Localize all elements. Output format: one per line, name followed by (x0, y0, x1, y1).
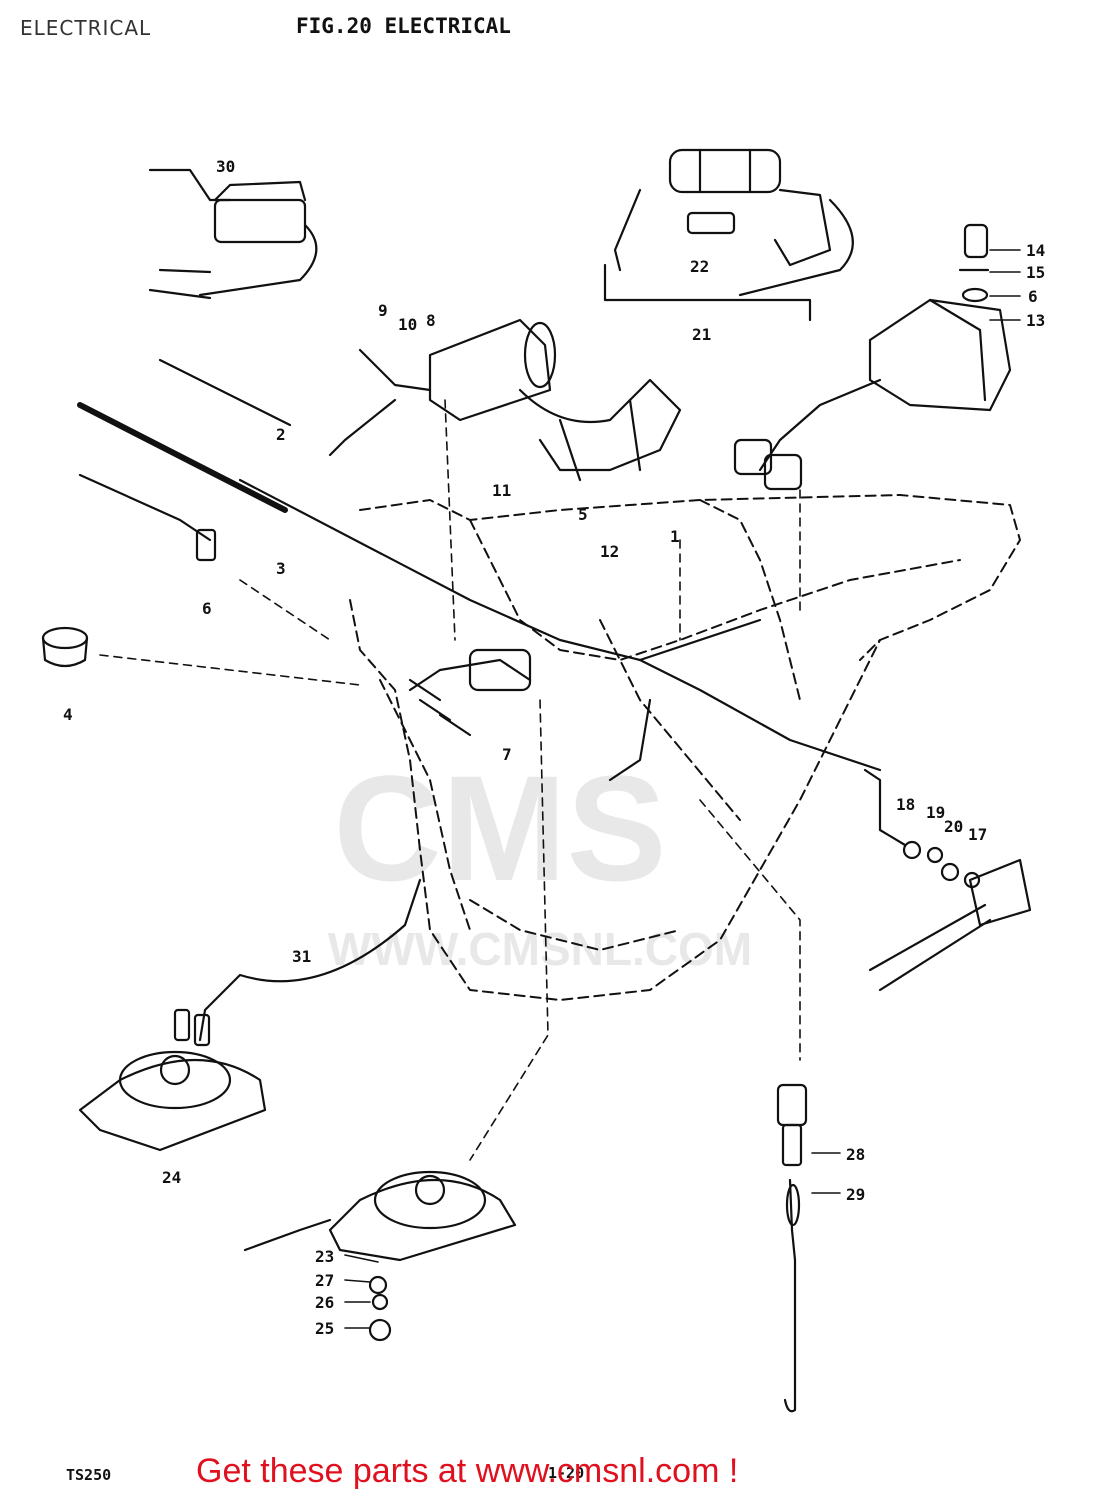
callout-25: 25 (315, 1319, 334, 1338)
callout-28: 28 (846, 1145, 865, 1164)
callout-8: 8 (426, 311, 436, 330)
callout-21: 21 (692, 325, 711, 344)
connector-7 (408, 648, 532, 737)
callout-31: 31 (292, 947, 311, 966)
ignition-coil-8 (328, 318, 682, 482)
horn-24 (78, 1008, 267, 1152)
rod-2 (158, 358, 292, 427)
callout-13: 13 (1026, 311, 1045, 330)
watermark-logo: CMS (333, 744, 666, 912)
callout-26: 26 (315, 1293, 334, 1312)
callout-ticks (344, 249, 1021, 1329)
get-parts-banner-link[interactable]: Get these parts at www.cmsnl.com ! (196, 1452, 739, 1490)
callout-27: 27 (315, 1271, 334, 1290)
callout-22: 22 (690, 257, 709, 276)
callout-19: 19 (926, 803, 945, 822)
watermark: CMS WWW.CMSNL.COM (328, 744, 752, 975)
frame (349, 494, 1021, 1001)
wire-harness (238, 478, 882, 782)
callout-6b: 6 (202, 599, 212, 618)
callout-18: 18 (896, 795, 915, 814)
callout-20: 20 (944, 817, 963, 836)
cap-4 (41, 626, 89, 668)
figure-title: FIG.20 ELECTRICAL (296, 14, 511, 38)
callout-1: 1 (670, 527, 680, 546)
watermark-url: WWW.CMSNL.COM (328, 923, 752, 975)
callout-12: 12 (600, 542, 619, 561)
tube-3 (77, 402, 288, 513)
callout-9: 9 (378, 301, 388, 320)
callout-15: 15 (1026, 263, 1045, 282)
horn-23 (243, 1170, 517, 1342)
callout-24: 24 (162, 1168, 181, 1187)
callout-3: 3 (276, 559, 286, 578)
callout-29: 29 (846, 1185, 865, 1204)
page-code: 1-20 (548, 1464, 585, 1482)
regulator-13 (733, 223, 1012, 491)
callout-2: 2 (276, 425, 286, 444)
callout-17: 17 (968, 825, 987, 844)
cable-6 (78, 473, 217, 562)
callout-10: 10 (398, 315, 417, 334)
leader-lines (99, 399, 801, 1161)
callout-labels: 30 22 21 14 15 6 13 9 10 8 11 5 12 1 3 6… (63, 157, 1045, 1338)
rectifier-21 (603, 148, 854, 322)
callout-6a: 6 (1028, 287, 1038, 306)
callout-14: 14 (1026, 241, 1045, 260)
callout-4: 4 (63, 705, 73, 724)
callout-5: 5 (578, 505, 588, 524)
relay-30 (148, 168, 318, 300)
callout-23: 23 (315, 1247, 334, 1266)
switch-plate-17 (863, 768, 1032, 992)
callout-11: 11 (492, 481, 511, 500)
callout-7: 7 (502, 745, 512, 764)
callout-30: 30 (216, 157, 235, 176)
model-code: TS250 (66, 1466, 112, 1484)
corner-label: ELECTRICAL (20, 16, 152, 40)
brake-switch-28 (776, 1083, 808, 1413)
lead-wire-31 (198, 878, 422, 1042)
